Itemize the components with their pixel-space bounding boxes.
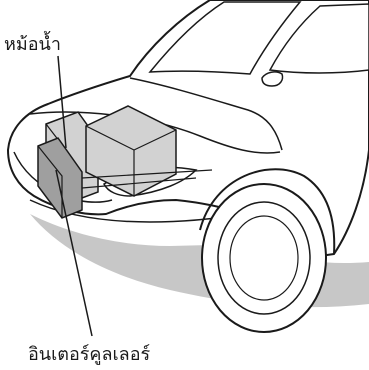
side-mirror	[262, 72, 283, 86]
front-wheel-hub	[230, 216, 298, 300]
intercooler-label: อินเตอร์คูลเลอร์	[28, 346, 150, 364]
radiator-label: หม้อน้ำ	[4, 36, 61, 54]
